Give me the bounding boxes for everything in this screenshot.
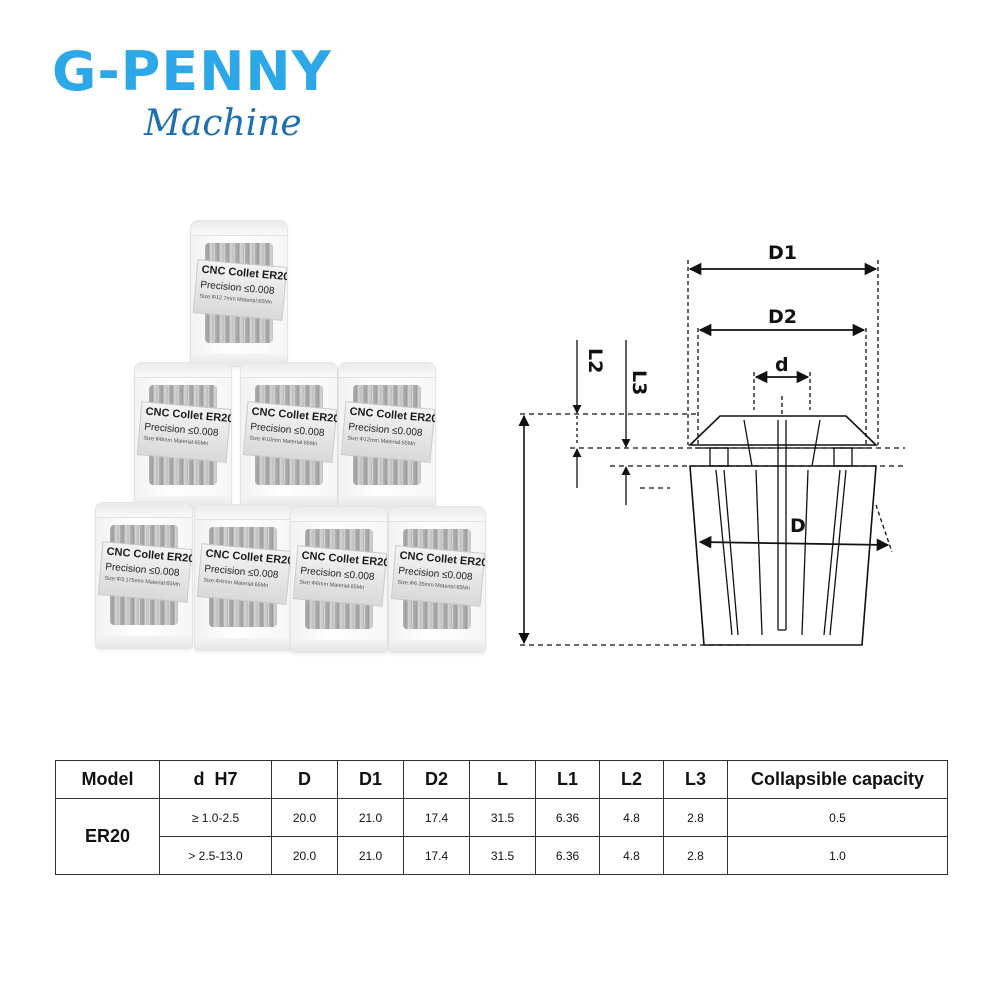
cell-capacity: 1.0 <box>727 836 948 875</box>
brand-name: G-PENNY <box>52 40 332 103</box>
cell-L1: 6.36 <box>535 836 600 875</box>
table-row: > 2.5-13.0 20.0 21.0 17.4 31.5 6.36 4.8 … <box>56 836 948 875</box>
cell-d-h7: > 2.5-13.0 <box>159 836 272 875</box>
cell-D2: 17.4 <box>403 836 470 875</box>
collet-box-label: CNC Collet ER20 Precision ≤0.008 Size:Φ1… <box>340 401 435 463</box>
header-collapsible-capacity: Collapsible capacity <box>727 760 948 799</box>
cell-D1: 21.0 <box>337 798 404 837</box>
cell-D: 20.0 <box>271 798 338 837</box>
cell-L2: 4.8 <box>599 836 664 875</box>
collet-box: CNC Collet ER20 Precision ≤0.008 Size:Φ1… <box>240 362 338 509</box>
header-D: D <box>271 760 338 799</box>
cell-L3: 2.8 <box>663 798 728 837</box>
collet-box-label: CNC Collet ER20 Precision ≤0.008 Size:Φ4… <box>196 543 291 605</box>
collet-box: CNC Collet ER20 Precision ≤0.008 Size:Φ8… <box>134 362 232 509</box>
cell-D2: 17.4 <box>403 798 470 837</box>
cell-D1: 21.0 <box>337 836 404 875</box>
collet-box: CNC Collet ER20 Precision ≤0.008 Size:Φ1… <box>338 362 436 509</box>
cell-D: 20.0 <box>271 836 338 875</box>
cell-d-h7: ≥ 1.0-2.5 <box>159 798 272 837</box>
collet-box: CNC Collet ER20 Precision ≤0.008 Size:Φ4… <box>194 504 292 651</box>
dim-label-d-outer: D <box>790 515 806 537</box>
collet-box-label: CNC Collet ER20 Precision ≤0.008 Size:Φ3… <box>97 541 192 603</box>
dim-label-d-inner: d <box>775 354 789 376</box>
collet-box-label: CNC Collet ER20 Precision ≤0.008 Size:Φ8… <box>136 401 231 463</box>
cell-L: 31.5 <box>469 836 536 875</box>
header-L2: L2 <box>599 760 664 799</box>
collet-box: CNC Collet ER20 Precision ≤0.008 Size:Φ1… <box>190 220 288 367</box>
header-L1: L1 <box>535 760 600 799</box>
collet-box-label: CNC Collet ER20 Precision ≤0.008 Size:Φ1… <box>192 259 287 321</box>
cell-L2: 4.8 <box>599 798 664 837</box>
cell-L: 31.5 <box>469 798 536 837</box>
collet-box-label: CNC Collet ER20 Precision ≤0.008 Size:Φ6… <box>390 545 485 607</box>
header-d-h7: d H7 <box>159 760 272 799</box>
cell-model: ER20 <box>55 798 160 875</box>
collet-box: CNC Collet ER20 Precision ≤0.008 Size:Φ6… <box>290 506 388 653</box>
header-D1: D1 <box>337 760 404 799</box>
dim-label-d1: D1 <box>768 242 797 264</box>
collet-boxes-photo: CNC Collet ER20 Precision ≤0.008 Size:Φ1… <box>90 210 510 660</box>
spec-table: Model d H7 D D1 D2 L L1 L2 L3 Collapsibl… <box>55 760 948 875</box>
cell-L3: 2.8 <box>663 836 728 875</box>
collet-box: CNC Collet ER20 Precision ≤0.008 Size:Φ6… <box>388 506 486 653</box>
cell-L1: 6.36 <box>535 798 600 837</box>
collet-drawing <box>518 260 905 646</box>
collet-dimension-diagram: D1 D2 d D L2 L3 <box>510 230 940 660</box>
dim-label-l2: L2 <box>584 348 606 374</box>
header-L3: L3 <box>663 760 728 799</box>
collet-box: CNC Collet ER20 Precision ≤0.008 Size:Φ3… <box>95 502 193 649</box>
dim-label-d2: D2 <box>768 306 797 328</box>
cell-capacity: 0.5 <box>727 798 948 837</box>
table-header-row: Model d H7 D D1 D2 L L1 L2 L3 Collapsibl… <box>55 760 948 799</box>
brand-subtitle: Machine <box>144 103 302 144</box>
brand-logo: G-PENNY Machine <box>52 42 382 152</box>
header-D2: D2 <box>403 760 470 799</box>
header-model: Model <box>55 760 160 799</box>
header-L: L <box>469 760 536 799</box>
dim-label-l3: L3 <box>628 370 650 396</box>
collet-box-label: CNC Collet ER20 Precision ≤0.008 Size:Φ1… <box>242 401 337 463</box>
collet-box-label: CNC Collet ER20 Precision ≤0.008 Size:Φ6… <box>292 545 387 607</box>
table-row: ER20 ≥ 1.0-2.5 20.0 21.0 17.4 31.5 6.36 … <box>55 798 948 875</box>
